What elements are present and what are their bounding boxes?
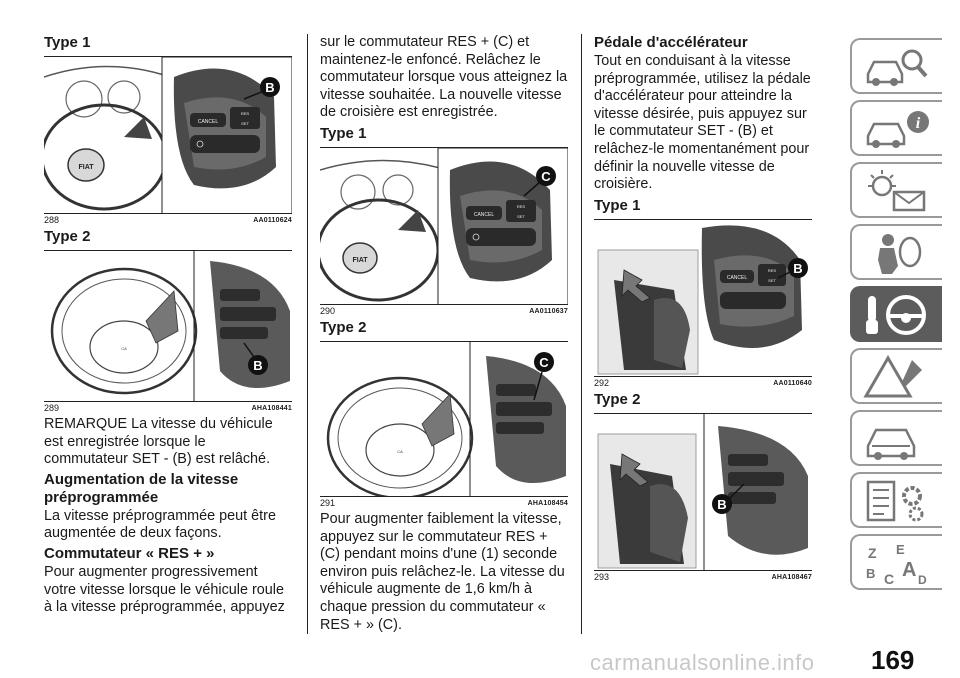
subsection-paragraph: Pour augmenter progressivement votre vit… bbox=[44, 563, 285, 616]
tab-warning-lights[interactable] bbox=[850, 162, 942, 218]
tab-maintenance[interactable] bbox=[850, 410, 942, 466]
svg-text:B: B bbox=[866, 566, 875, 581]
figure-caption: 291 AHA108454 bbox=[320, 498, 568, 509]
callout-c: C bbox=[539, 355, 549, 370]
callout-b: B bbox=[253, 358, 262, 373]
accelerator-pedal-type2-illustration: B bbox=[594, 413, 812, 570]
figure-288: FIAT CANCEL RES SET B bbox=[44, 56, 292, 214]
brand-logo-text: FIAT bbox=[78, 164, 94, 171]
section-title: Pédale d'accélérateur bbox=[594, 34, 748, 51]
tab-technical-data[interactable] bbox=[850, 472, 942, 528]
svg-text:E: E bbox=[896, 542, 905, 557]
section-paragraph: Tout en conduisant à la vitesse préprogr… bbox=[594, 53, 811, 193]
res-label: RES bbox=[517, 204, 526, 209]
figure-code: AHA108467 bbox=[771, 573, 812, 581]
warning-triangle-icon bbox=[863, 355, 922, 398]
intro-paragraph: sur le commutateur RES + (C) et maintene… bbox=[320, 34, 568, 121]
figure-290: FIAT CANCEL RES SET C bbox=[320, 146, 568, 305]
brand-logo-text: FIAT bbox=[352, 257, 368, 264]
figure-293: B bbox=[594, 412, 812, 571]
section-paragraph: La vitesse préprogrammée peut être augme… bbox=[44, 507, 276, 542]
callout-c: C bbox=[541, 169, 551, 184]
figure-code: AA0110640 bbox=[773, 379, 812, 387]
body-paragraph: Pour augmenter faiblement la vitesse, ap… bbox=[320, 510, 565, 633]
car-info-icon: i bbox=[866, 111, 929, 148]
page-number: 169 bbox=[871, 645, 915, 675]
figure-heading: Type 2 bbox=[44, 228, 91, 245]
figure-number: 291 bbox=[320, 497, 336, 508]
callout-b: B bbox=[793, 261, 802, 276]
watermark: carmanualsonline.info bbox=[590, 650, 815, 675]
subsection-title: Commutateur « RES + » bbox=[44, 544, 215, 562]
figure-number: 293 bbox=[594, 571, 610, 582]
figure-292: CANCEL RES SET B bbox=[594, 218, 812, 377]
figure-number: 288 bbox=[44, 215, 60, 225]
res-label: RES bbox=[241, 111, 250, 116]
svg-text:D: D bbox=[918, 573, 927, 586]
column-3: Pédale d'accélérateur Tout en conduisant… bbox=[594, 34, 812, 585]
warning-light-mail-icon bbox=[868, 170, 926, 212]
cancel-label: CANCEL bbox=[727, 275, 748, 281]
figure-number: 290 bbox=[320, 305, 336, 316]
figure-heading: Type 1 bbox=[594, 196, 641, 214]
figure-heading: Type 1 bbox=[320, 124, 367, 142]
svg-text:A: A bbox=[902, 559, 916, 581]
set-label: SET bbox=[241, 121, 249, 126]
tab-car-search[interactable] bbox=[850, 38, 942, 94]
svg-text:i: i bbox=[916, 115, 921, 132]
figure-caption: 288 AA0110624 bbox=[44, 215, 292, 226]
callout-b: B bbox=[265, 80, 274, 95]
figure-code: AHA108454 bbox=[527, 499, 568, 507]
callout-b: B bbox=[717, 497, 726, 512]
technical-data-icon bbox=[866, 480, 924, 522]
alphabet-index-icon: Z E B C A D bbox=[866, 542, 927, 586]
steering-wheel-key-icon bbox=[866, 295, 926, 335]
figure-caption: 293 AHA108467 bbox=[594, 572, 812, 583]
figure-code: AHA108441 bbox=[251, 405, 292, 412]
cruise-control-type2-illustration: CA B bbox=[44, 251, 292, 401]
tab-index[interactable]: Z E B C A D bbox=[850, 534, 942, 590]
accelerator-pedal-type1-illustration: CANCEL RES SET B bbox=[594, 219, 812, 376]
figure-heading: Type 2 bbox=[320, 318, 367, 336]
figure-291: CA C bbox=[320, 340, 568, 497]
cancel-label: CANCEL bbox=[474, 212, 495, 218]
car-service-icon bbox=[866, 428, 916, 460]
figure-caption: 292 AA0110640 bbox=[594, 378, 812, 389]
figure-heading: Type 2 bbox=[594, 390, 641, 408]
figure-caption: 289 AHA108441 bbox=[44, 403, 292, 414]
svg-text:CA: CA bbox=[397, 449, 403, 454]
figure-caption: 290 AA0110637 bbox=[320, 306, 568, 317]
figure-code: AA0110624 bbox=[253, 217, 292, 224]
remark-paragraph: REMARQUE La vitesse du véhicule est enre… bbox=[44, 416, 273, 468]
set-label: SET bbox=[768, 278, 776, 283]
res-label: RES bbox=[768, 268, 777, 273]
svg-text:CA: CA bbox=[121, 346, 127, 351]
figure-289: CA B bbox=[44, 250, 292, 402]
tab-safety[interactable] bbox=[850, 224, 942, 280]
column-2: sur le commutateur RES + (C) et maintene… bbox=[320, 34, 568, 636]
tab-car-info[interactable]: i bbox=[850, 100, 942, 156]
tab-emergency[interactable] bbox=[850, 348, 942, 404]
cruise-control-res-type1-illustration: FIAT CANCEL RES SET C bbox=[320, 147, 568, 304]
figure-number: 292 bbox=[594, 377, 610, 388]
cruise-control-type1-illustration: FIAT CANCEL RES SET B bbox=[44, 57, 292, 213]
chapter-tabs: i bbox=[850, 38, 942, 596]
cancel-label: CANCEL bbox=[198, 119, 219, 125]
figure-code: AA0110637 bbox=[529, 307, 568, 315]
figure-number: 289 bbox=[44, 403, 60, 413]
svg-text:Z: Z bbox=[868, 545, 877, 561]
figure-heading: Type 1 bbox=[44, 34, 91, 51]
section-title: Augmentation de la vitesse préprogrammée bbox=[44, 470, 239, 506]
column-separator bbox=[307, 34, 308, 634]
column-1: Type 1 FIAT CANCEL RES SET B bbox=[44, 34, 292, 619]
tab-starting-driving[interactable] bbox=[850, 286, 942, 342]
car-search-icon bbox=[866, 49, 928, 86]
airbag-person-icon bbox=[878, 234, 922, 274]
column-separator bbox=[581, 34, 582, 634]
set-label: SET bbox=[517, 214, 525, 219]
cruise-control-res-type2-illustration: CA C bbox=[320, 341, 568, 496]
svg-text:C: C bbox=[884, 571, 894, 586]
